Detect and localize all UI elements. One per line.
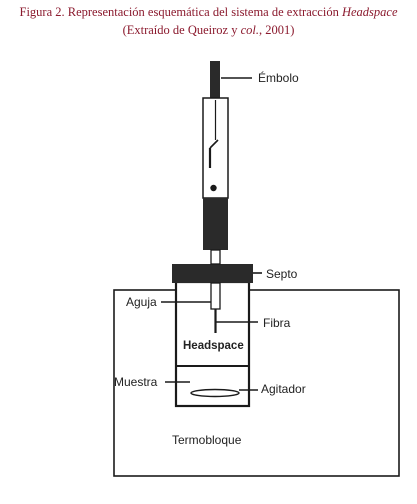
stir-bar [190,388,240,398]
needle-holder [210,249,221,265]
septum-cap [172,264,253,283]
label-fibra: Fibra [263,316,291,330]
plunger-rod [210,61,220,98]
label-agitador: Agitador [261,382,306,396]
label-aguja: Aguja [126,295,157,309]
caption-line1-italic: Headspace [341,5,398,19]
label-muestra: Muestra [114,375,158,389]
label-embolo: Émbolo [258,70,299,85]
termobloque-box [113,289,400,477]
syringe-dot [210,184,217,192]
label-termobloque: Termobloque [172,433,242,447]
figure-caption-line-1: Figura 2. Representación esquemática del… [0,4,417,20]
caption-line1-text: Figura 2. Representación esquemática del… [19,5,342,19]
label-septo: Septo [266,267,298,281]
needle [210,282,221,310]
caption-line2-suffix: , 2001) [259,23,295,37]
caption-line2-italic: col. [240,23,259,37]
label-headspace: Headspace [183,340,244,352]
syringe-slot-hook [209,139,219,149]
caption-line2-text: (Extraído de Queiroz y [122,23,241,37]
figure-caption-line-2: (Extraído de Queiroz y col., 2001) [0,22,417,38]
syringe-grip [203,198,228,250]
